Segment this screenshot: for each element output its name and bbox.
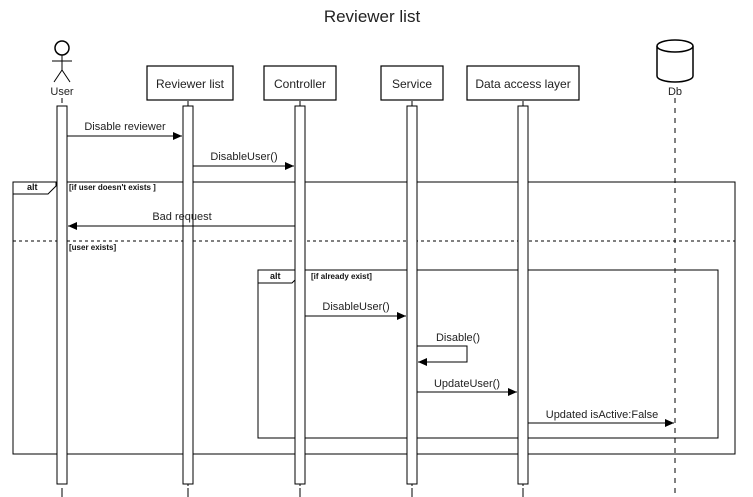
outer-alt-guard-1: [if user doesn't exists ] <box>69 183 156 192</box>
activation-service <box>406 105 418 485</box>
inner-alt-guard: [if already exist] <box>311 272 372 281</box>
activation-dal <box>517 105 529 485</box>
message-disable-user-2: DisableUser() <box>305 301 406 320</box>
participant-dal: Data access layer <box>466 65 580 101</box>
activation-reviewer-list <box>182 105 194 485</box>
message-updated-is-active: Updated isActive:False <box>528 409 674 427</box>
message-label: DisableUser() <box>322 301 389 313</box>
participant-db: Db <box>656 39 694 98</box>
diagram-title: Reviewer list <box>324 7 421 26</box>
participant-user: User <box>50 40 74 98</box>
message-label: UpdateUser() <box>434 378 500 390</box>
database-icon <box>656 46 694 83</box>
participant-reviewer-list: Reviewer list <box>146 65 234 101</box>
outer-alt-frame <box>12 181 736 455</box>
outer-alt-tag-box <box>12 182 57 195</box>
message-bad-request: Bad request <box>68 211 295 230</box>
message-disable-reviewer: Disable reviewer <box>67 121 182 140</box>
message-disable-user-1: DisableUser() <box>193 151 294 170</box>
participant-controller: Controller <box>263 65 337 101</box>
participant-label-user: User <box>50 86 74 98</box>
activation-controller <box>294 105 306 485</box>
message-label: Disable() <box>436 332 480 344</box>
participant-label-db: Db <box>668 86 682 98</box>
activation-user <box>56 105 68 485</box>
participant-label-dal: Data access layer <box>475 77 570 91</box>
participant-label-reviewer-list: Reviewer list <box>156 77 225 91</box>
participant-label-controller: Controller <box>274 77 326 91</box>
message-label: Updated isActive:False <box>546 409 659 421</box>
message-label: Disable reviewer <box>84 121 166 133</box>
participant-service: Service <box>380 65 444 101</box>
message-label: DisableUser() <box>210 151 277 163</box>
inner-alt-tag: alt <box>270 271 281 281</box>
participant-label-service: Service <box>392 77 432 91</box>
outer-alt-guard-2: [user exists] <box>69 243 116 252</box>
message-update-user: UpdateUser() <box>417 378 517 396</box>
outer-alt-tag: alt <box>27 182 38 192</box>
message-disable-self: Disable() <box>417 332 480 366</box>
inner-alt-frame <box>257 269 719 439</box>
message-label: Bad request <box>152 211 211 223</box>
actor-icon <box>54 40 70 56</box>
